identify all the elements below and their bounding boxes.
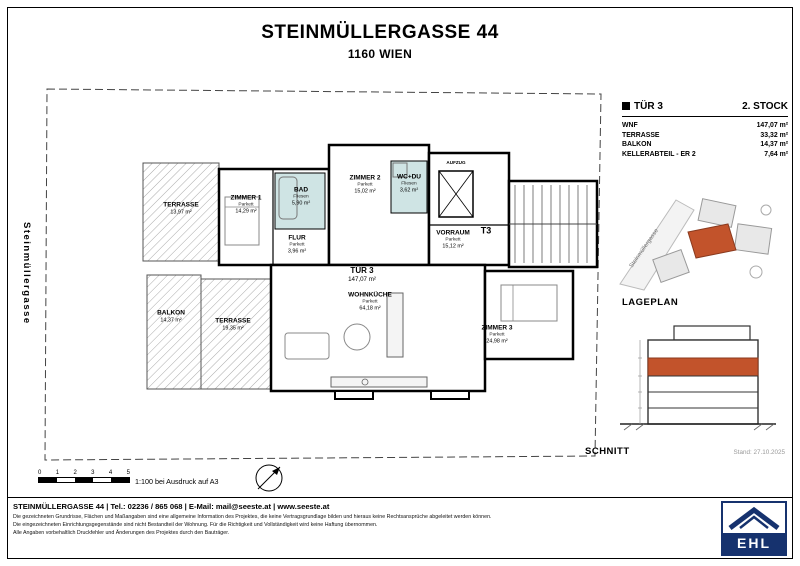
page-subtitle: 1160 WIEN xyxy=(347,47,413,61)
room-label-bad: BAD Fliesen 5,90 m² xyxy=(291,186,311,207)
ehl-logo-text: EHL xyxy=(723,533,785,554)
section-caption-row: SCHNITT Stand: 27.10.2025 xyxy=(585,446,785,457)
room-label-t3: T3 xyxy=(480,225,492,236)
room-label-zimmer-3: ZIMMER 3 Parkett 24,98 m² xyxy=(481,324,513,345)
square-icon xyxy=(622,102,630,110)
unit-name: TÜR 3 xyxy=(622,101,663,112)
site-map: Steinmüllergasse xyxy=(616,196,780,292)
room-label-balkon: BALKON 14,37 m² xyxy=(157,309,185,324)
page-title: STEINMÜLLERGASSE 44 xyxy=(261,22,499,43)
room-label-wohnkueche: WOHNKÜCHE Parkett 64,18 m² xyxy=(348,291,392,312)
room-label-vorraum: VORRAUM Parkett 15,12 m² xyxy=(436,229,470,250)
lageplan-caption: LAGEPLAN xyxy=(622,297,679,308)
header: STEINMÜLLERGASSE 44 1160 WIEN xyxy=(0,22,760,61)
room-label-terrasse-1: TERRASSE 13,97 m² xyxy=(163,201,199,216)
floor-name: 2. STOCK xyxy=(742,101,788,112)
street-name-label: Steinmüllergasse xyxy=(21,222,32,325)
room-label-aufzug: AUFZUG xyxy=(446,160,466,166)
footer: STEINMÜLLERGASSE 44 | Tel.: 02236 / 865 … xyxy=(13,502,653,538)
house-roof-icon xyxy=(728,506,780,530)
ehl-logo: EHL xyxy=(721,501,787,556)
plan-date: Stand: 27.10.2025 xyxy=(733,449,785,456)
info-row: BALKON 14,37 m² xyxy=(622,141,788,148)
footer-divider xyxy=(7,497,793,498)
floor-plan: TERRASSE 13,97 m² ZIMMER 1 Parkett 14,29… xyxy=(35,85,620,465)
unit-info-header: TÜR 3 2. STOCK xyxy=(622,101,788,117)
schnitt-caption: SCHNITT xyxy=(585,446,630,457)
floor-plan-drawing xyxy=(44,88,602,461)
scale-bar-segments xyxy=(38,477,130,483)
info-row: KELLERABTEIL - ER 2 7,64 m² xyxy=(622,150,788,158)
room-label-flur: FLUR Parkett 3,96 m² xyxy=(287,234,307,255)
info-row: TERRASSE 33,32 m² xyxy=(622,131,788,139)
section-drawing xyxy=(614,314,782,442)
room-label-terrasse-2: TERRASSE 19,35 m² xyxy=(215,317,251,332)
disclaimer-line-1: Die gezeichneten Grundrisse, Flächen und… xyxy=(13,514,492,520)
scale-bar: 0 1 2 3 4 5 xyxy=(38,470,130,483)
unit-label: TÜR 3 147,07 m² xyxy=(348,266,376,284)
disclaimer-line-2: Die eingezeichneten Einrichtungsgegenstä… xyxy=(13,521,378,528)
room-label-zimmer-1: ZIMMER 1 Parkett 14,29 m² xyxy=(230,194,262,215)
contact-line: STEINMÜLLERGASSE 44 | Tel.: 02236 / 865 … xyxy=(13,502,330,511)
disclaimer-line-3: Alle Angaben vorbehaltlich Druckfehler u… xyxy=(13,529,230,536)
unit-info-panel: TÜR 3 2. STOCK WNF 147,07 m² TERRASSE 33… xyxy=(622,101,788,160)
scale-ticks: 0 1 2 3 4 5 xyxy=(38,470,130,476)
scale-note: 1:100 bei Ausdruck auf A3 xyxy=(135,477,219,486)
room-label-wc-du: WC+DU Fliesen 3,62 m² xyxy=(396,173,422,194)
room-label-zimmer-2: ZIMMER 2 Parkett 15,02 m² xyxy=(349,174,381,195)
info-row: WNF 147,07 m² xyxy=(622,122,788,129)
north-arrow-icon xyxy=(255,464,283,492)
